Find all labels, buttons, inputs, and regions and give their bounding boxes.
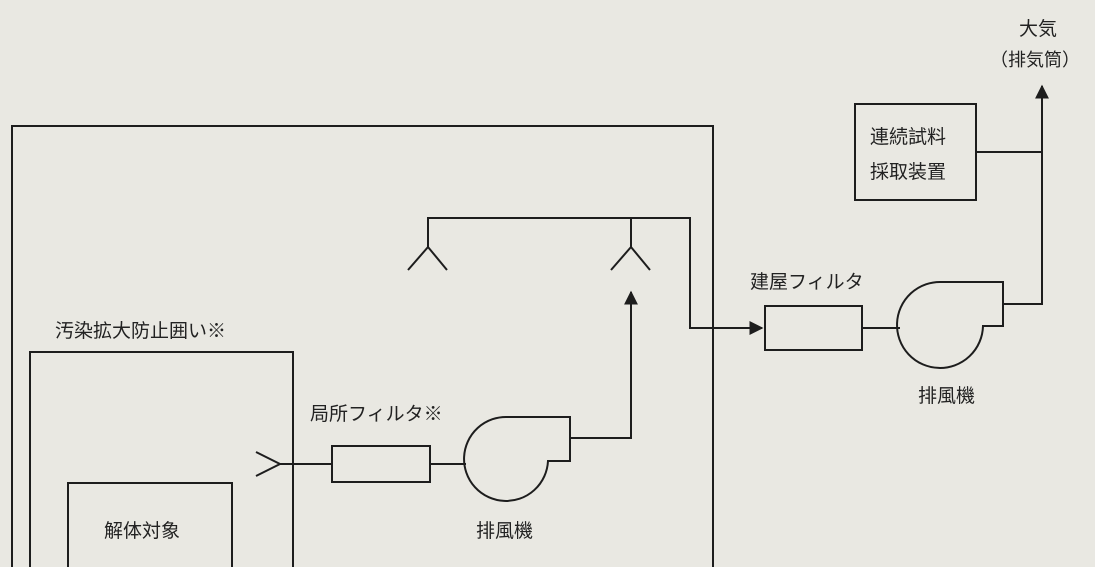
local-filter-label: 局所フィルタ※ <box>310 403 443 425</box>
building-fan-label: 排風機 <box>918 385 975 407</box>
building-filter-label: 建屋フィルタ <box>750 271 864 293</box>
continuous-sampler <box>854 103 977 201</box>
local-fan-label: 排風機 <box>476 520 533 542</box>
building-outline <box>11 125 714 567</box>
building-fan <box>896 280 1004 369</box>
duct-local-fan-to-room <box>570 290 638 439</box>
local-intake-hood <box>255 451 283 477</box>
atmosphere-label: 大気 <box>1019 18 1057 40</box>
target-label: 解体対象 <box>104 520 180 542</box>
containment-enclosure <box>29 351 294 567</box>
building-intake-hood-right <box>610 245 651 271</box>
sampler-label-line2: 採取装置 <box>870 161 946 183</box>
local-filter <box>331 445 431 483</box>
building-intake-hood-left <box>407 245 448 271</box>
stack-label: （排気筒） <box>990 50 1080 71</box>
enclosure-label: 汚染拡大防止囲い※ <box>55 320 226 342</box>
local-fan <box>463 415 571 502</box>
building-exhaust-header <box>427 217 764 335</box>
building-filter <box>764 305 863 351</box>
dismantling-target <box>67 482 233 567</box>
sampler-label-line1: 連続試料 <box>870 126 946 148</box>
exhaust-stack-duct <box>1003 84 1049 305</box>
